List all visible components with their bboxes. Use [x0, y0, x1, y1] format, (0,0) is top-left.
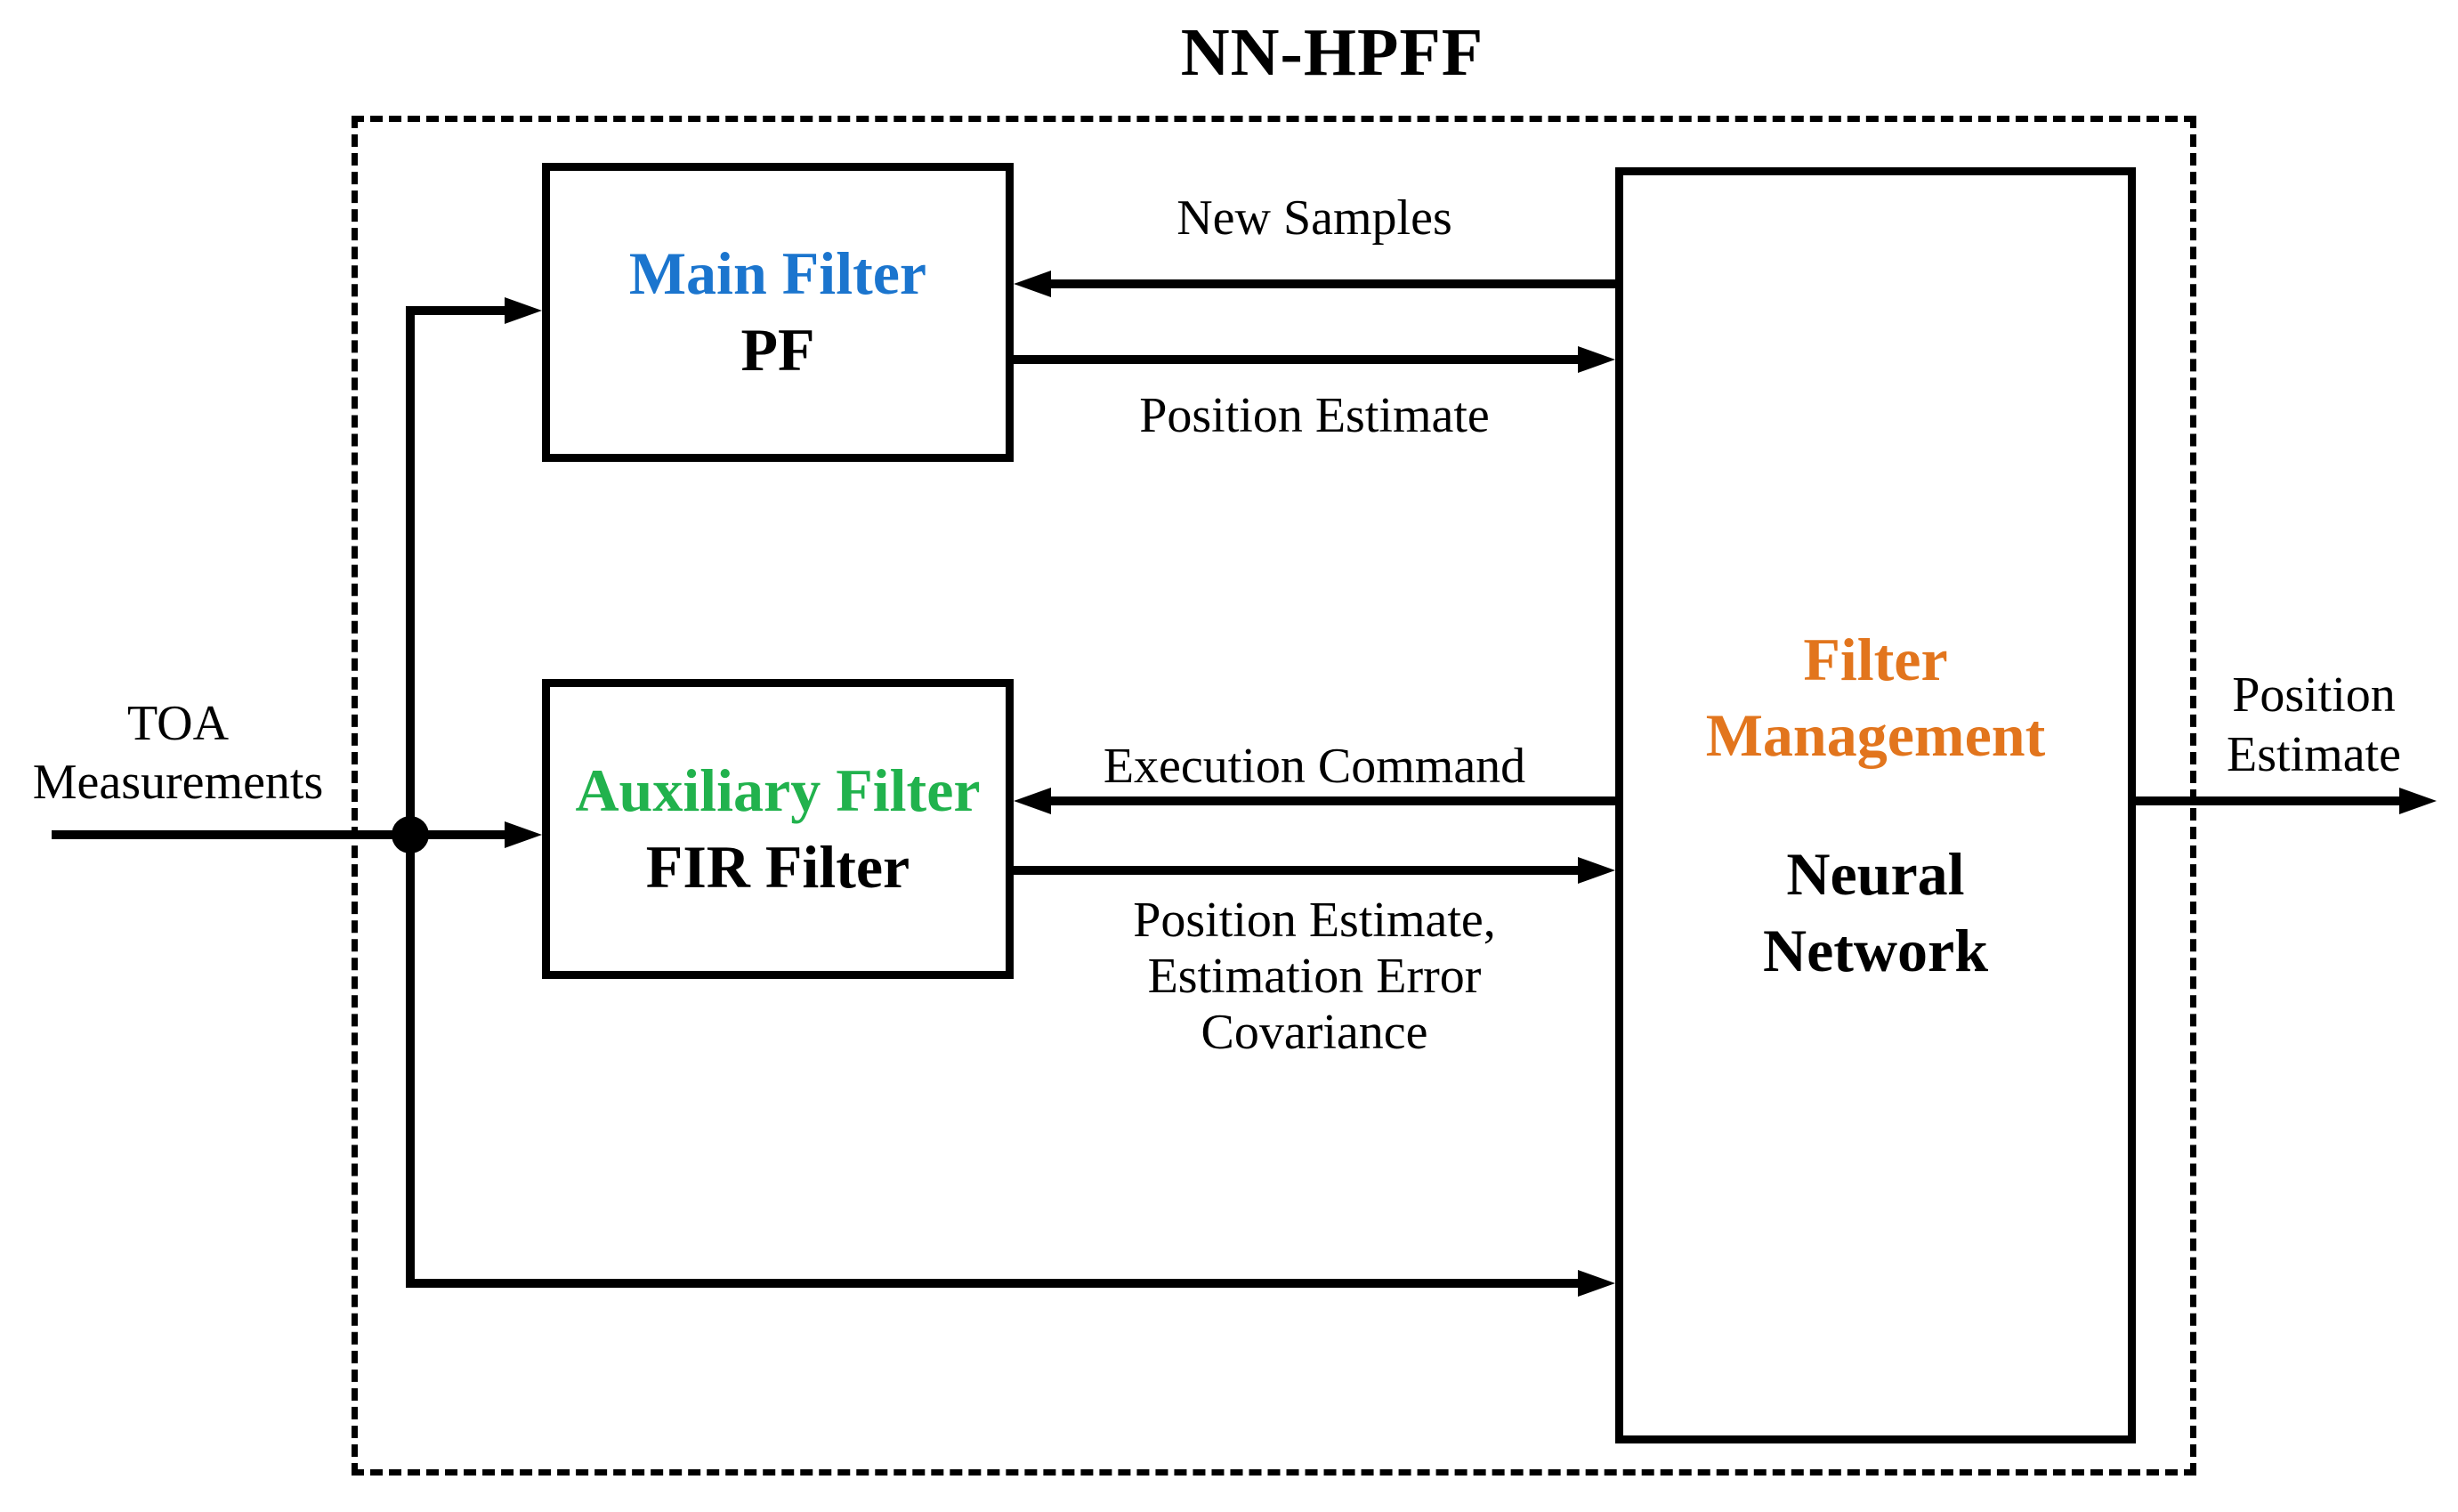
main-position-estimate-arrowhead	[1578, 346, 1615, 373]
filter-management-subtitle-line2: Network	[1762, 916, 1989, 984]
auxiliary-filter-block: Auxiliary Filter FIR Filter	[542, 679, 1014, 979]
branch-to-management-arrowhead	[1578, 1270, 1615, 1297]
filter-management-block: Filter Management Neural Network	[1615, 167, 2136, 1443]
execution-command-arrowhead	[1014, 788, 1051, 814]
filter-management-title-line1: Filter	[1803, 625, 1948, 693]
filter-management-title-line2: Management	[1705, 701, 2046, 770]
main-filter-title: Main Filter	[628, 239, 927, 308]
toa-input-label: TOA Measurements	[9, 694, 347, 812]
aux-output-label-line1: Position Estimate,	[1133, 893, 1496, 948]
system-output-arrowhead	[2399, 788, 2437, 814]
toa-input-arrowhead	[505, 821, 542, 848]
system-output-label: Position Estimate	[2185, 666, 2443, 785]
auxiliary-filter-subtitle: FIR Filter	[645, 832, 910, 901]
branch-to-main-arrowhead	[505, 297, 542, 324]
aux-output-line	[1014, 866, 1578, 875]
aux-output-label-line2: Estimation Error	[1147, 949, 1482, 1004]
new-samples-label: New Samples	[1176, 190, 1452, 246]
diagram-title: NN-HPFF	[1180, 15, 1484, 90]
main-position-estimate-line	[1014, 355, 1578, 364]
auxiliary-filter-title: Auxiliary Filter	[575, 756, 981, 824]
main-filter-subtitle: PF	[740, 316, 815, 384]
aux-output-label-line3: Covariance	[1201, 1005, 1428, 1060]
filter-management-subtitle: Neural Network	[1763, 837, 1988, 989]
execution-command-label: Execution Command	[1103, 739, 1526, 794]
main-filter-block: Main Filter PF	[542, 163, 1014, 462]
system-output-label-line2: Estimate	[2227, 727, 2401, 782]
execution-command-line	[1051, 796, 1615, 805]
branch-line-vertical	[406, 306, 415, 1288]
aux-output-label: Position Estimate, Estimation Error Cova…	[1014, 893, 1615, 1061]
system-boundary	[352, 116, 2196, 1476]
main-position-estimate-label: Position Estimate	[1139, 388, 1490, 443]
filter-management-subtitle-line1: Neural	[1786, 840, 1965, 908]
new-samples-line	[1051, 279, 1615, 288]
new-samples-arrowhead	[1014, 271, 1051, 297]
aux-output-arrowhead	[1578, 857, 1615, 884]
toa-input-line	[52, 830, 507, 839]
system-output-label-line1: Position	[2232, 667, 2396, 723]
toa-input-label-line1: TOA	[126, 696, 230, 751]
toa-input-label-line2: Measurements	[32, 755, 324, 810]
filter-management-title: Filter Management	[1706, 622, 2045, 774]
branch-line-to-main	[406, 306, 505, 315]
branch-line-to-management	[406, 1279, 1578, 1288]
system-output-line	[2136, 796, 2399, 805]
